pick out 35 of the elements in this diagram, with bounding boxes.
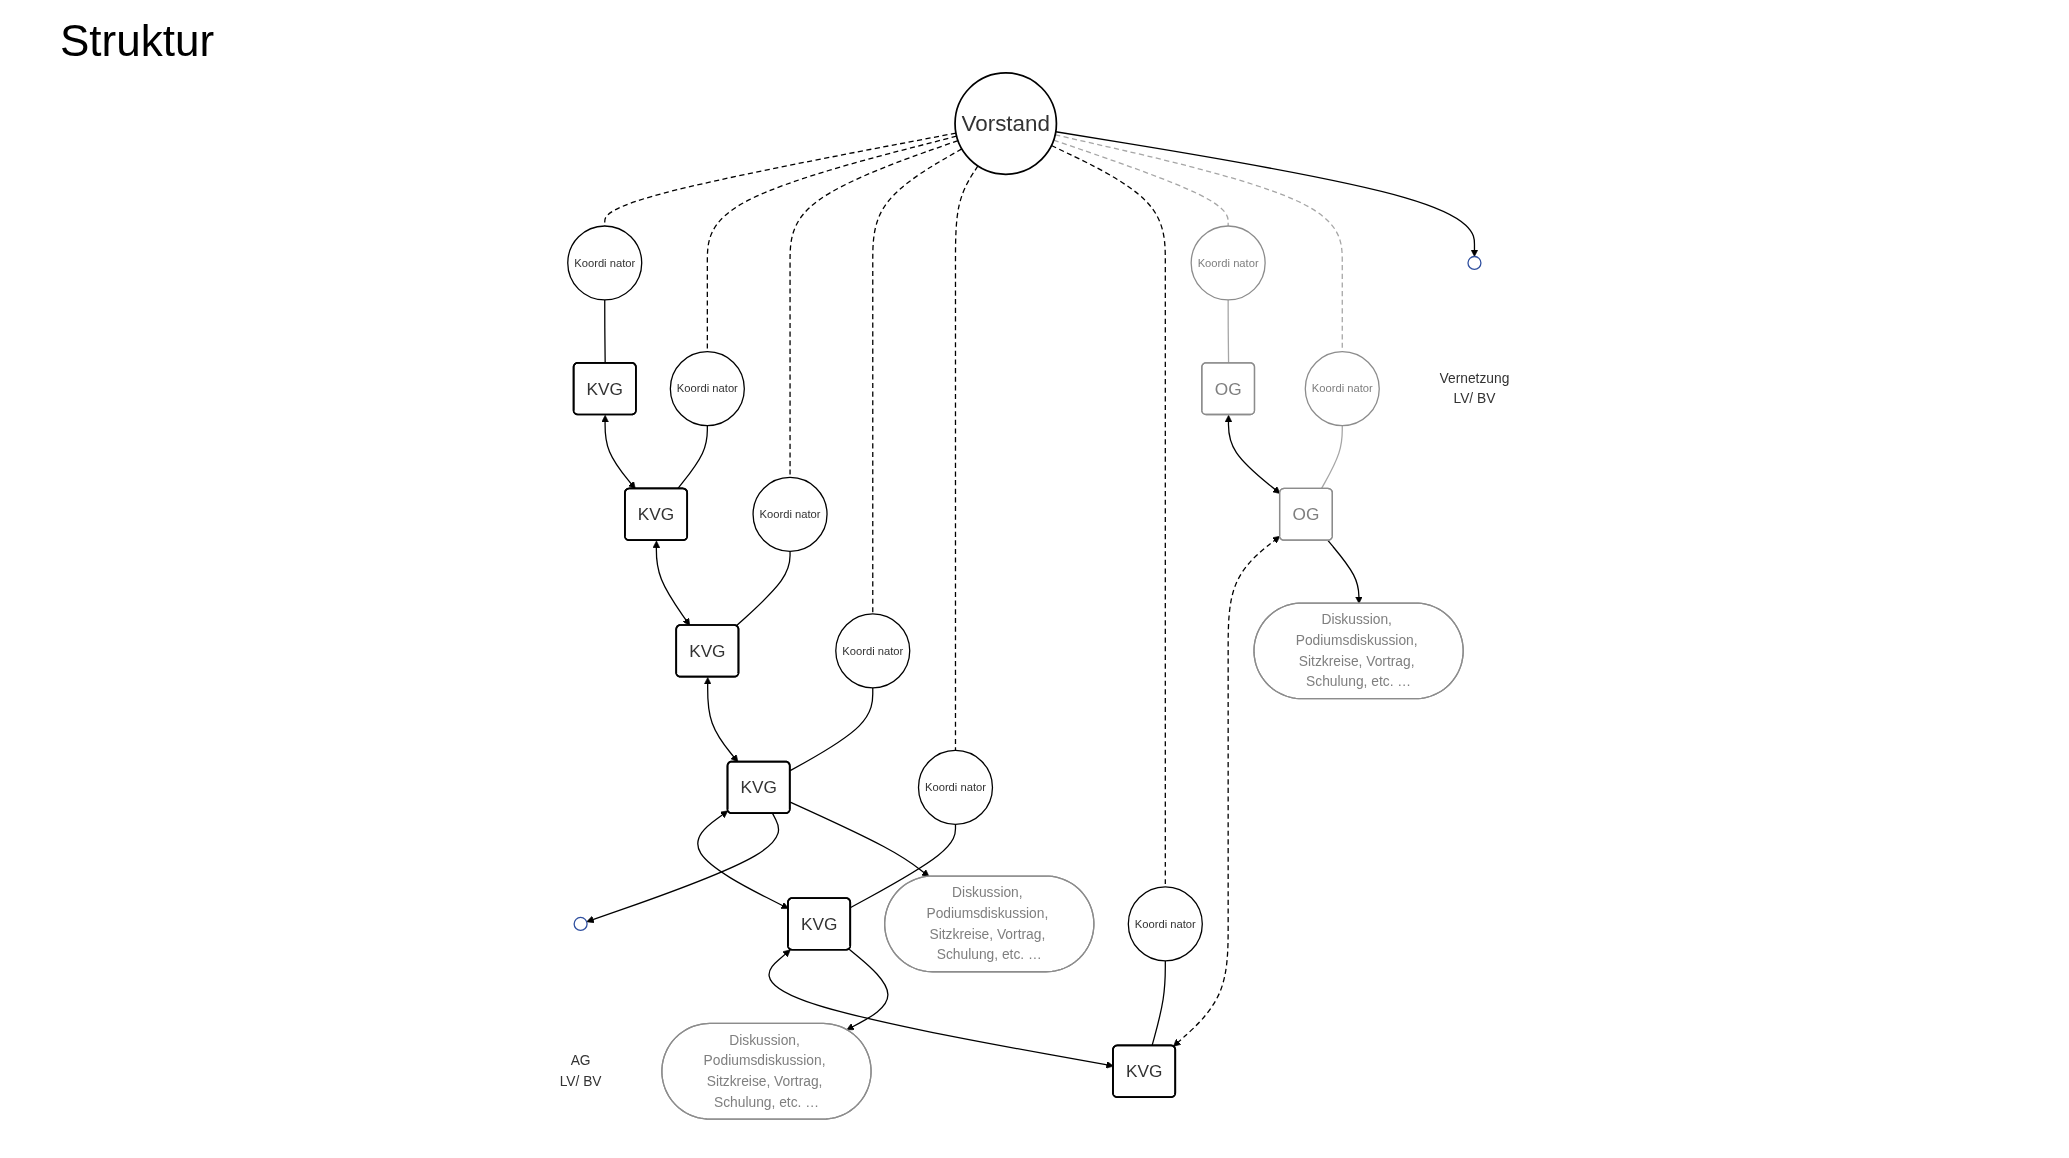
node-circle: Koordi nator — [917, 749, 994, 825]
node-circle: Koordi nator — [567, 225, 643, 301]
diagram-title: Struktur — [60, 16, 216, 66]
connector — [604, 299, 606, 364]
arrow — [1055, 131, 1479, 257]
node-label: LV/ BV — [559, 1073, 602, 1089]
node-circle — [573, 916, 588, 931]
arrow — [846, 948, 889, 1031]
connector — [789, 687, 874, 772]
node-circle: Koordi nator — [669, 351, 745, 427]
connector — [676, 425, 708, 490]
node-circle: Koordi nator — [1304, 351, 1380, 427]
node-circle: Koordi nator — [752, 476, 828, 552]
arrow — [1224, 414, 1281, 494]
connector — [850, 823, 957, 909]
node-circle: Koordi nator — [1127, 886, 1203, 962]
arrow — [1173, 535, 1281, 1047]
node-circle: Koordi nator — [1190, 225, 1266, 301]
connector — [1227, 299, 1230, 364]
connector — [735, 550, 791, 627]
connector — [1151, 960, 1166, 1047]
node-circle — [1467, 255, 1482, 271]
node-label: LV/ BV — [1453, 391, 1496, 406]
arrow — [703, 677, 739, 763]
arrow — [1327, 539, 1363, 604]
arrow — [652, 540, 691, 626]
arrow — [586, 813, 780, 924]
connector — [872, 148, 963, 615]
node-label: Vernetzung — [1439, 370, 1510, 386]
node-circle: Koordi nator — [835, 613, 911, 689]
node-label: AG — [570, 1053, 591, 1068]
arrow — [601, 414, 636, 490]
arrow — [789, 801, 930, 877]
connector — [1320, 425, 1343, 490]
node-circle: Vorstand — [954, 72, 1058, 176]
